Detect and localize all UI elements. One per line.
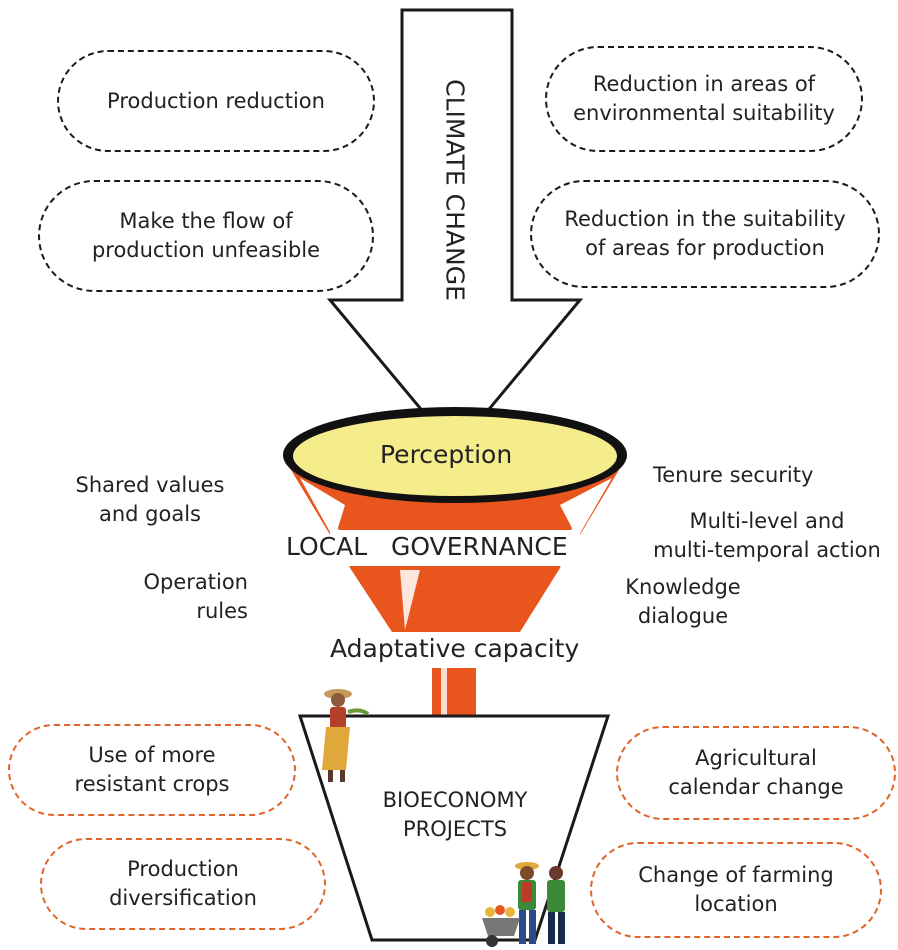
funnel-band [330, 530, 580, 566]
governance-text-line: rules [196, 599, 248, 623]
action-text-line: Change of farming [638, 863, 834, 887]
governance-text-line: Knowledge [625, 575, 741, 599]
farmer-woman-figure [322, 689, 370, 782]
action-text-line: resistant crops [74, 772, 230, 796]
bioeconomy-projects-label: BIOECONOMY PROJECTS [360, 786, 550, 844]
action-text-line: Agricultural [695, 746, 817, 770]
impact-text-line: Make the flow of [119, 209, 293, 233]
adaptative-capacity-label: Adaptative capacity [330, 634, 580, 663]
funnel-spout-highlight [441, 668, 447, 718]
action-pill-farming-location: Change of farming location [590, 842, 882, 938]
governance-multi-level: Multi-level and multi-temporal action [640, 507, 894, 565]
impact-text-line: of areas for production [585, 236, 825, 260]
impact-pill-environmental-suitability: Reduction in areas of environmental suit… [545, 46, 863, 152]
governance-shared-values: Shared values and goals [60, 471, 240, 529]
perception-disc [293, 416, 617, 496]
impact-text-line: production unfeasible [91, 238, 321, 262]
governance-text-line: Multi-level and [689, 509, 845, 533]
local-governance-label: LOCAL GOVERNANCE [286, 532, 568, 561]
governance-text-line: dialogue [637, 604, 729, 628]
impact-pill-production-suitability: Reduction in the suitability of areas fo… [530, 180, 880, 288]
governance-text-line: Operation [143, 570, 248, 594]
funnel-spout [432, 668, 476, 718]
climate-change-label: CLIMATE CHANGE [440, 79, 470, 301]
action-text-line: location [694, 892, 778, 916]
bucket-text-line: PROJECTS [402, 817, 508, 841]
impact-pill-flow-unfeasible: Make the flow of production unfeasible [38, 180, 374, 292]
governance-knowledge-dialogue: Knowledge dialogue [608, 573, 758, 631]
action-pill-calendar-change: Agricultural calendar change [616, 726, 896, 820]
impact-pill-production-reduction: Production reduction [57, 50, 375, 152]
impact-text-line: Reduction in areas of [592, 72, 816, 96]
perception-label: Perception [380, 440, 513, 469]
funnel-streak-lower [400, 570, 420, 630]
impact-text-line: Production reduction [107, 88, 325, 113]
climate-change-arrow [326, 8, 584, 453]
bucket-text-line: BIOECONOMY [382, 788, 528, 812]
action-text-line: Use of more [88, 743, 216, 767]
governance-operation-rules: Operation rules [80, 568, 248, 626]
governance-text-line: and goals [98, 502, 201, 526]
governance-text-line: Shared values [75, 473, 225, 497]
impact-text-line: Reduction in the suitability [564, 207, 846, 231]
farmers-wheelbarrow-figure [482, 862, 565, 947]
governance-text-line: multi-temporal action [653, 538, 881, 562]
action-text-line: Production [127, 857, 239, 881]
action-pill-resistant-crops: Use of more resistant crops [8, 724, 296, 816]
action-pill-diversification: Production diversification [40, 838, 326, 930]
action-text-line: diversification [109, 886, 257, 910]
funnel [283, 407, 627, 718]
governance-tenure-security: Tenure security [653, 463, 814, 487]
impact-text-line: environmental suitability [573, 101, 835, 125]
action-text-line: calendar change [668, 775, 844, 799]
